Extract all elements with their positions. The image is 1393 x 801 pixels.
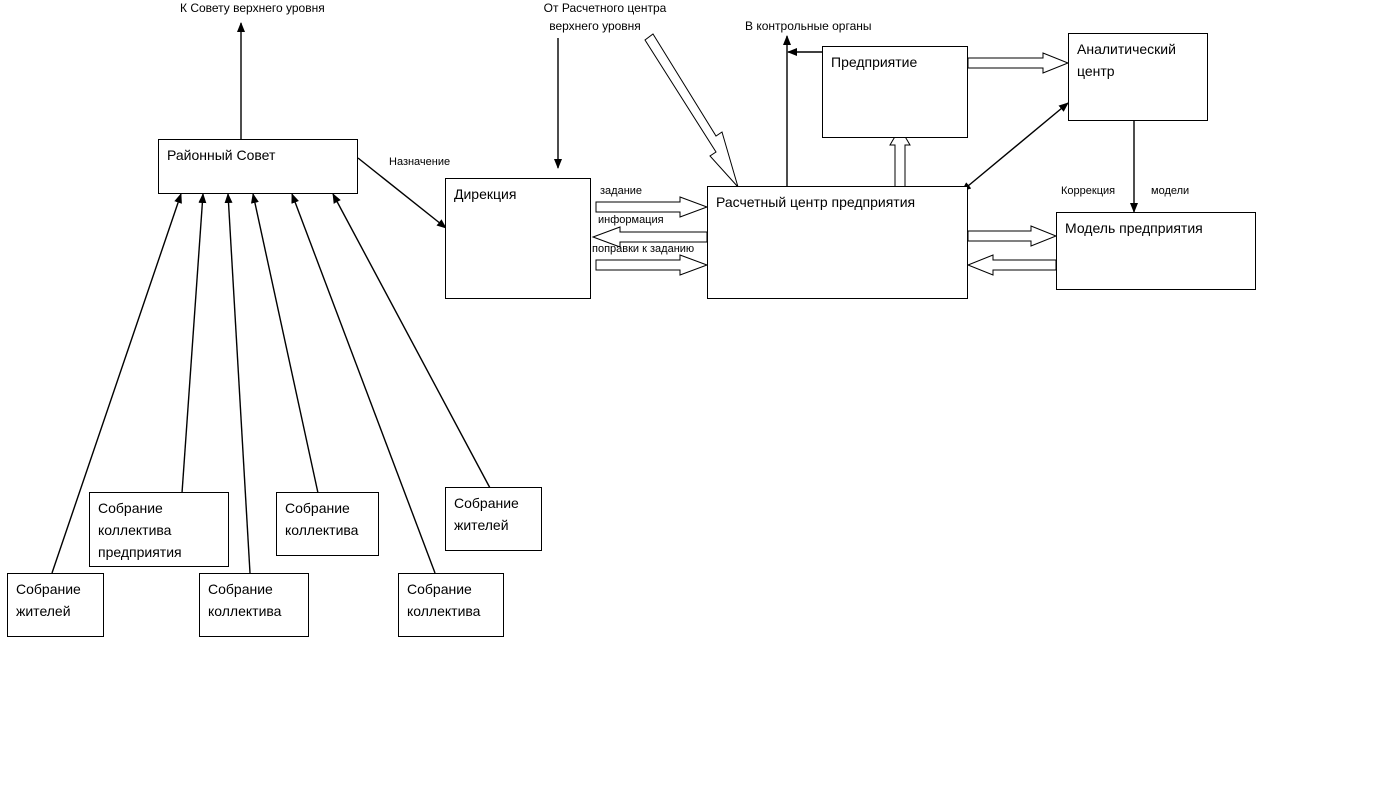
directorate-box: Дирекция xyxy=(445,178,591,299)
arrow-calc-analytic xyxy=(961,102,1069,192)
staff-meeting-box-1: Собрание коллектива xyxy=(199,573,309,637)
residents-meeting-box-1: Собрание жителей xyxy=(7,573,104,637)
hollow-arrow-corrections xyxy=(595,254,709,276)
hollow-arrow-task xyxy=(595,196,709,218)
residents-meeting-box-2: Собрание жителей xyxy=(445,487,542,551)
label-models: модели xyxy=(1151,185,1190,197)
label-from-upper-calc-2: верхнего уровня xyxy=(549,19,641,33)
arrow-staff-meeting-2 xyxy=(251,193,319,494)
label-task-corrections: поправки к заданию xyxy=(592,243,695,255)
label-correction: Коррекция xyxy=(1061,185,1116,197)
staff-meeting-box-2: Собрание коллектива xyxy=(276,492,379,556)
analytic-center-box: Аналитический центр xyxy=(1068,33,1208,121)
staff-meeting-enterprise-box: Собрание коллектива предприятия xyxy=(89,492,229,567)
district-council-box: Районный Совет xyxy=(158,139,358,194)
hollow-arrow-information xyxy=(591,226,708,248)
label-task: задание xyxy=(600,185,643,197)
staff-meeting-box-3: Собрание коллектива xyxy=(398,573,504,637)
label-to-upper-council: К Совету верхнего уровня xyxy=(180,1,325,15)
arrow-res-meeting-2 xyxy=(332,193,491,489)
arrow-staff-meeting-1 xyxy=(224,193,251,574)
hollow-arrow-model-to-calc xyxy=(966,254,1057,276)
enterprise-model-box: Модель предприятия xyxy=(1056,212,1256,290)
calc-center-box: Расчетный центр предприятия xyxy=(707,186,968,299)
arrow-staff-meeting-3 xyxy=(291,193,436,574)
arrow-appointment xyxy=(357,157,447,229)
hollow-arrow-calc-to-model xyxy=(967,225,1058,247)
hollow-arrow-enterprise-to-analytic xyxy=(967,52,1070,74)
enterprise-box: Предприятие xyxy=(822,46,968,138)
label-information: информация xyxy=(598,214,664,226)
arrow-res-meeting-1 xyxy=(51,193,182,574)
label-to-control-bodies: В контрольные органы xyxy=(745,19,872,33)
hollow-arrow-upper-calc xyxy=(644,33,739,188)
arrow-staff-meeting-enterprise xyxy=(181,193,207,494)
label-from-upper-calc-1: От Расчетного центра xyxy=(543,1,667,15)
label-appointment: Назначение xyxy=(389,156,451,168)
